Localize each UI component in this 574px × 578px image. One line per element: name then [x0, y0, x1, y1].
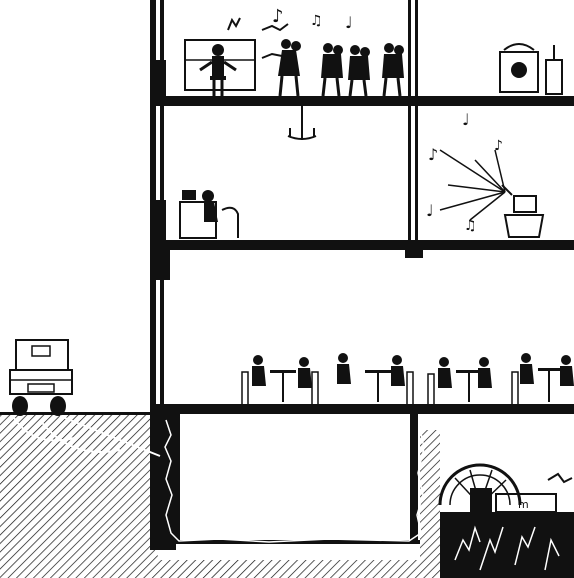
music-notes-top: ♪ ♫ ♩ — [227, 6, 353, 59]
floor-slabs — [156, 96, 574, 414]
basement-walls — [164, 414, 425, 544]
svg-text:♪: ♪ — [494, 138, 503, 154]
earth-hatching — [0, 412, 440, 578]
loudspeaker-with-music: ♪ ♩ ♪ ♩ ♫ — [426, 110, 545, 238]
svg-text:♫: ♫ — [464, 218, 477, 234]
svg-text:♪: ♪ — [272, 6, 284, 27]
piano-player — [184, 39, 256, 96]
svg-text:♩: ♩ — [426, 201, 434, 220]
basement-dark-ground — [440, 512, 574, 578]
interior-wall — [408, 0, 418, 242]
radio-set-top — [499, 43, 563, 95]
svg-text:♩: ♩ — [462, 110, 470, 129]
cafe-diners — [241, 353, 574, 404]
svg-text:♩: ♩ — [345, 13, 353, 32]
vintage-automobile — [9, 339, 161, 457]
generator-machinery: m — [438, 463, 573, 513]
exterior-wall — [150, 0, 176, 550]
svg-text:m: m — [518, 498, 529, 511]
chandelier — [287, 106, 317, 140]
svg-text:♫: ♫ — [310, 13, 323, 29]
desk-with-phone — [179, 190, 239, 239]
svg-text:♪: ♪ — [428, 145, 438, 164]
dancing-couples — [278, 39, 404, 97]
